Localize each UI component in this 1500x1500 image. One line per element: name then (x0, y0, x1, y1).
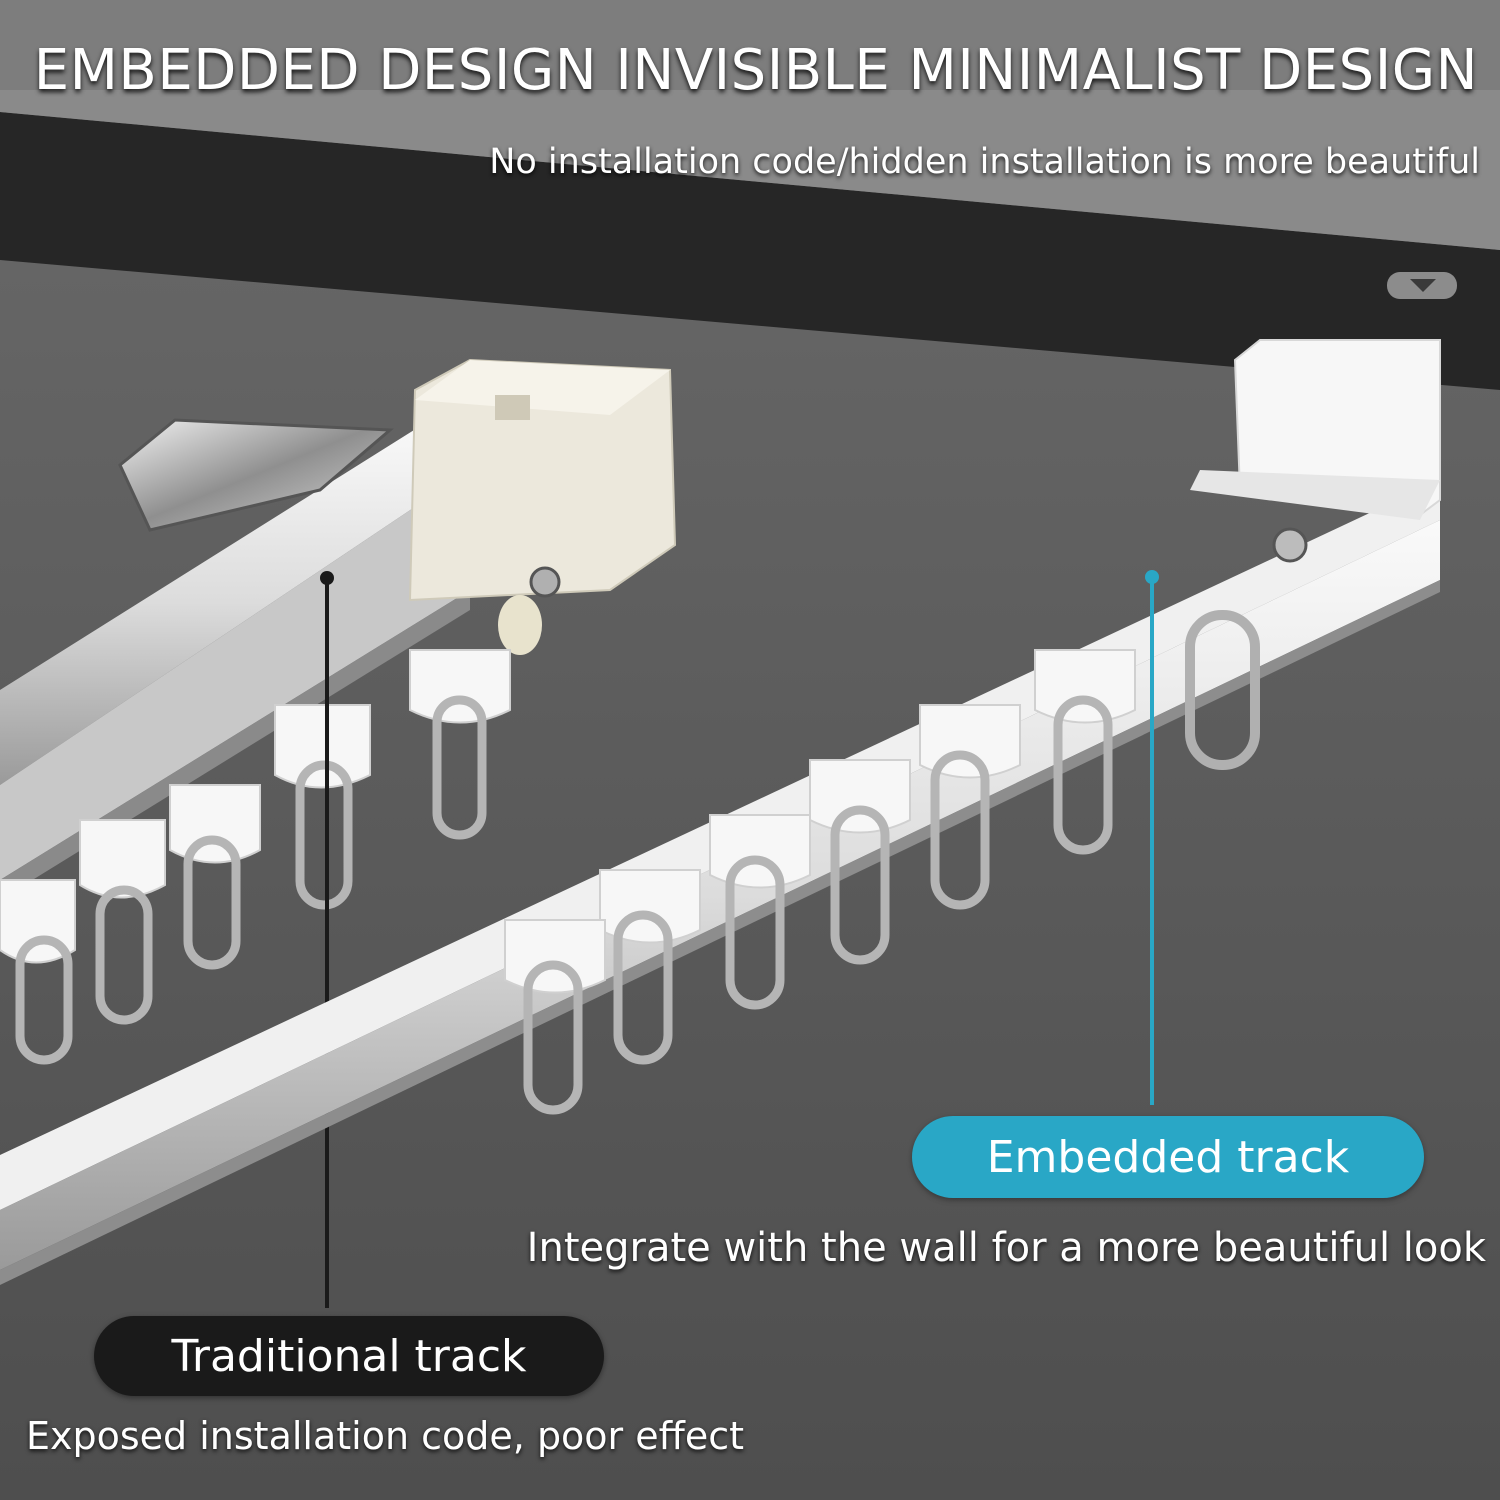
traditional-track-label-text: Traditional track (171, 1330, 527, 1382)
cap-stopper (498, 595, 542, 655)
traditional-track-caption: Exposed installation code, poor effect (26, 1414, 744, 1458)
embedded-track-label: Embedded track (912, 1116, 1424, 1198)
exposed-mounting-bracket (118, 418, 394, 532)
bracket-screw (1272, 527, 1308, 563)
end-cap-slot (495, 395, 530, 420)
embedded-track-label-text: Embedded track (986, 1131, 1350, 1183)
traditional-rail-top (0, 420, 470, 785)
stopper-ring (1185, 610, 1260, 770)
upper-ceiling (0, 90, 1500, 250)
ceiling-band (0, 112, 1500, 390)
down-triangle-icon (1387, 272, 1457, 299)
top-band (0, 0, 1500, 90)
end-cap-top (415, 360, 670, 415)
embedded-track-caption: Integrate with the wall for a more beaut… (526, 1225, 1486, 1271)
cap-screw (529, 566, 561, 598)
traditional-hooks (15, 695, 487, 1065)
traditional-track-label: Traditional track (94, 1316, 604, 1396)
bracket-flange (1190, 470, 1440, 520)
headline: EMBEDDED DESIGN INVISIBLE MINIMALIST DES… (33, 38, 1478, 103)
traditional-rail-front (0, 470, 470, 880)
sub-headline: No installation code/hidden installation… (489, 142, 1480, 182)
embedded-track (0, 339, 1441, 1285)
embedded-hooks (523, 695, 1113, 1115)
embedded-rail-lip (0, 580, 1440, 1285)
traditional-track (0, 358, 677, 1308)
